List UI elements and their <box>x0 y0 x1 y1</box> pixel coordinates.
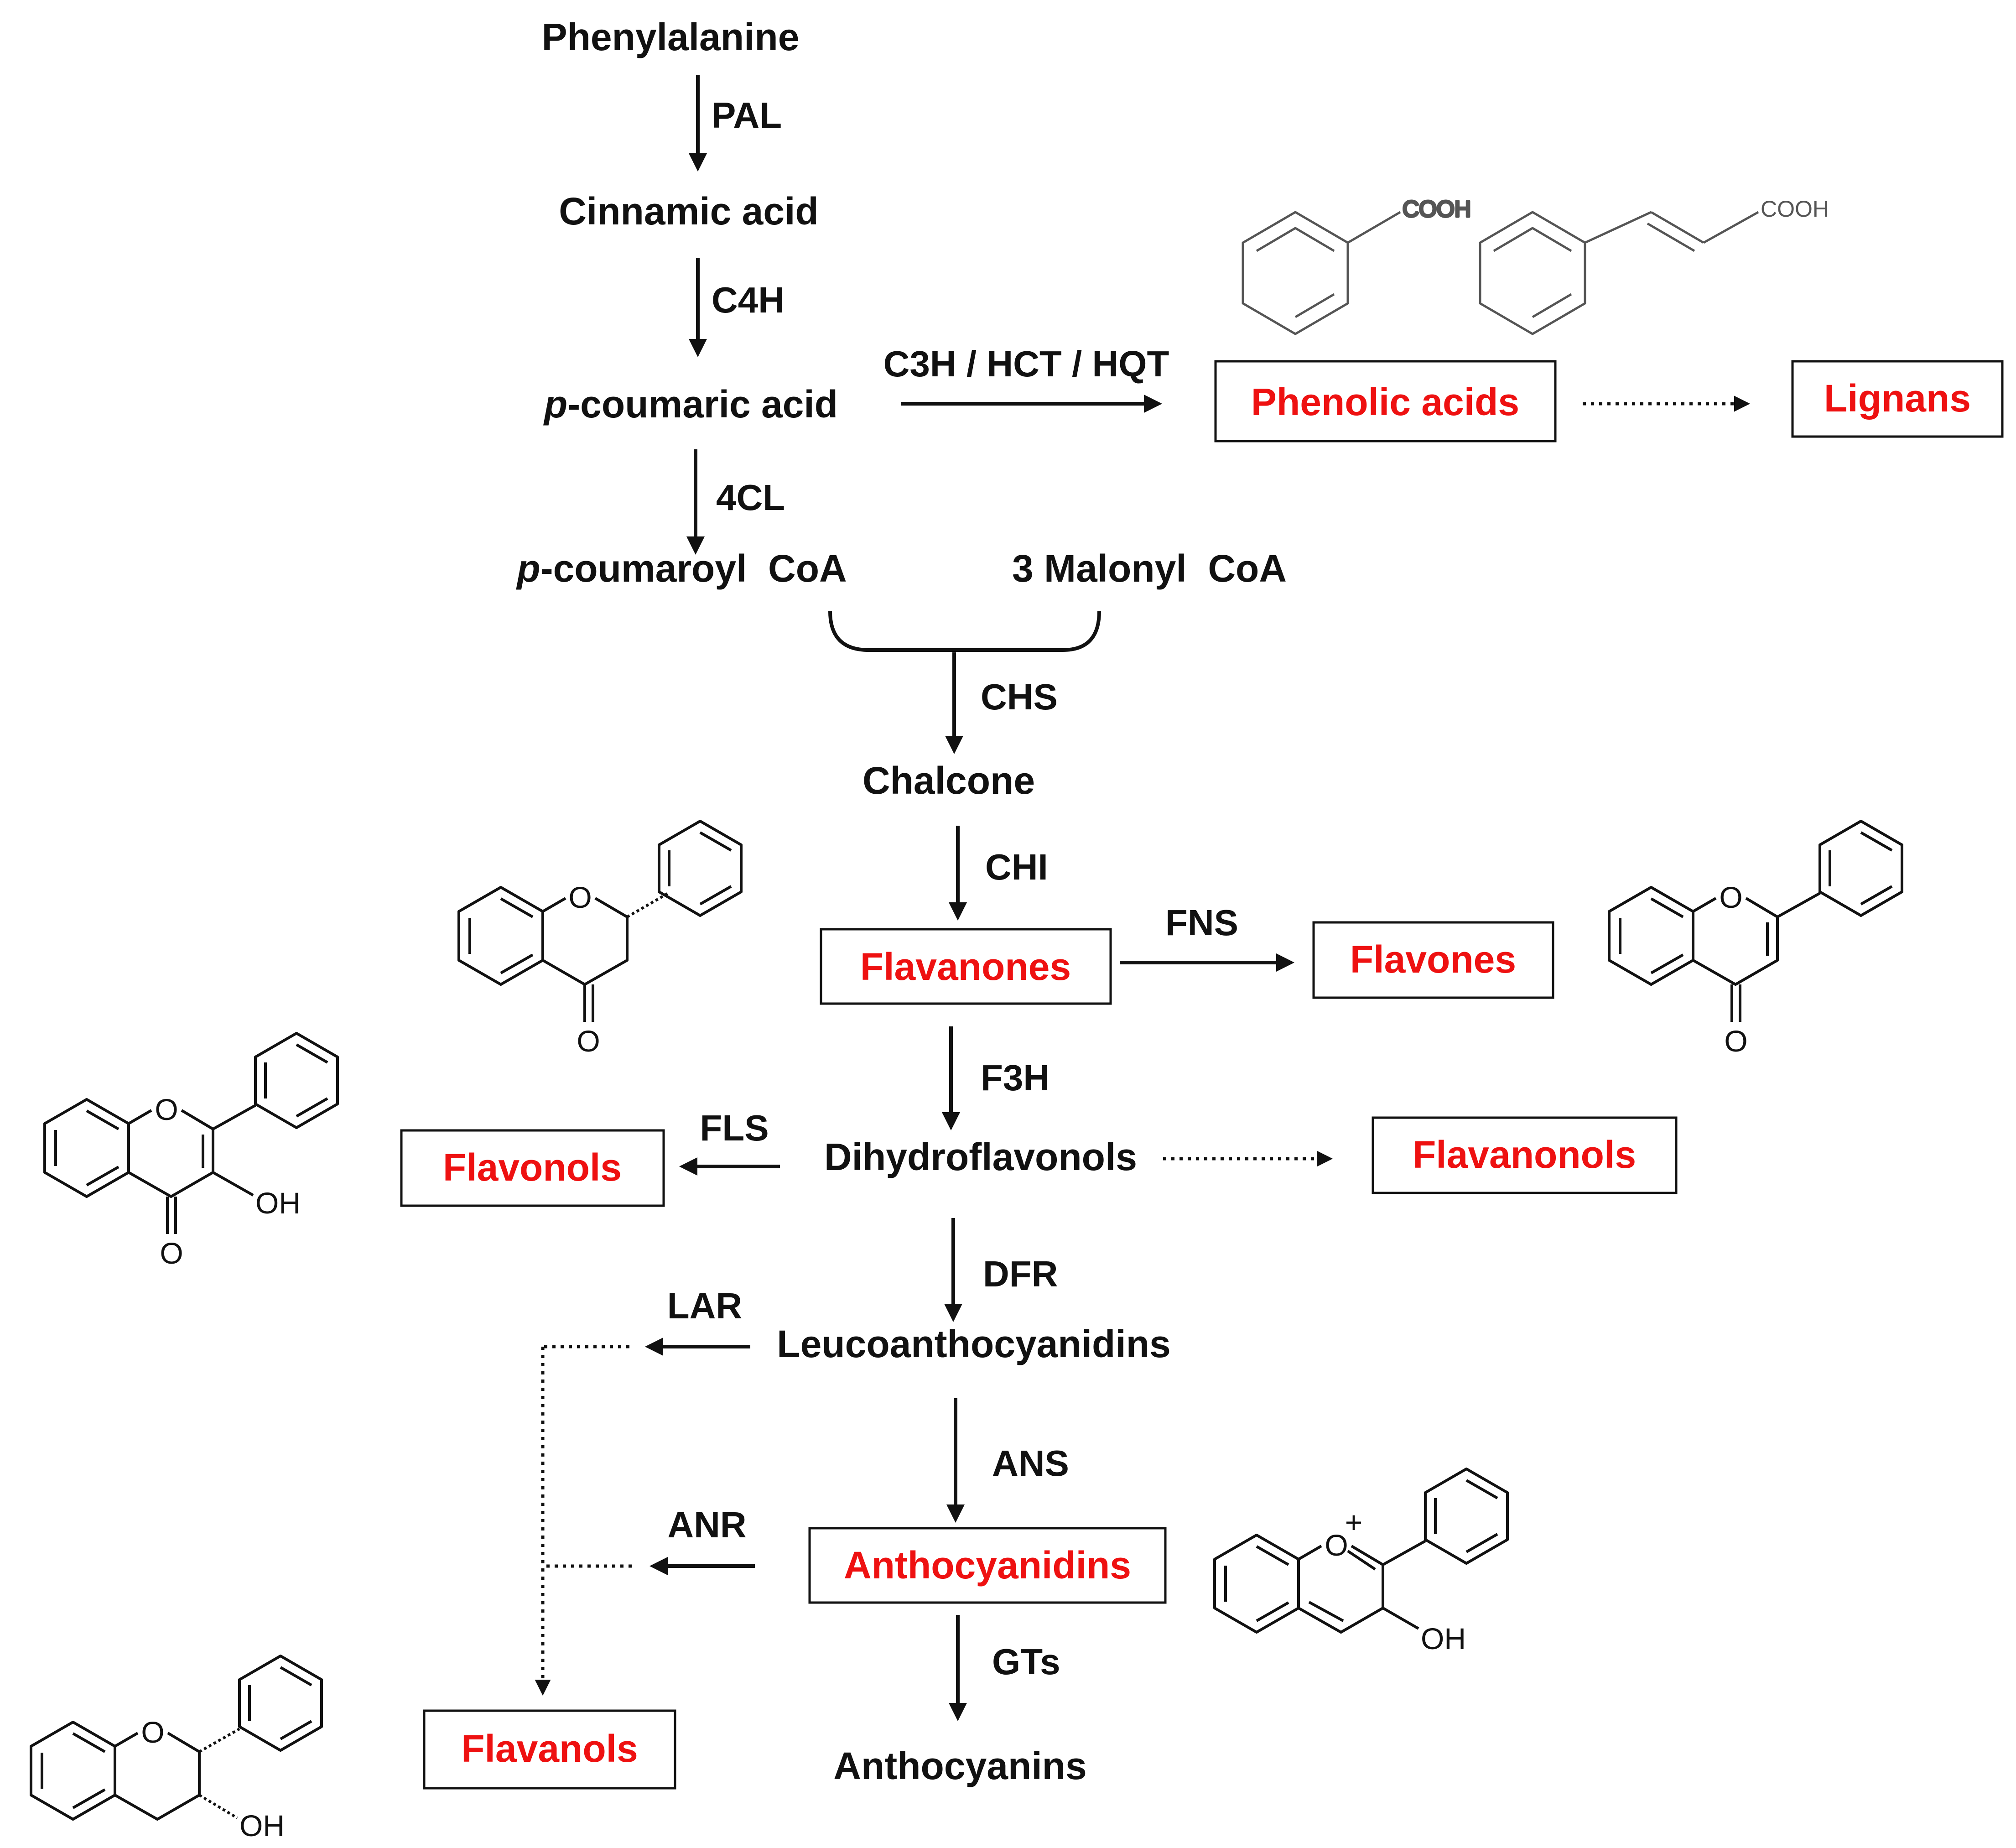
structure-cinnamic-acid: COOH <box>1479 196 1829 335</box>
enzyme-anr: ANR <box>667 1504 746 1545</box>
class-label-flavanonols: Flavanonols <box>1413 1133 1636 1176</box>
enzyme-lar: LAR <box>667 1286 742 1326</box>
enzyme-dfr: DFR <box>983 1254 1058 1294</box>
structure-flavonol: O O OH <box>43 1032 339 1270</box>
compound-p-coumaroyl-coa: p-coumaroyl CoA <box>516 547 847 590</box>
enzyme-c3h-hct-hqt: C3H / HCT / HQT <box>883 344 1169 384</box>
oxonium-charge-label: + <box>1345 1505 1363 1539</box>
ring-oxygen-label: O <box>1325 1528 1348 1562</box>
compound-cinnamic-acid: Cinnamic acid <box>559 190 819 233</box>
enzyme-fls: FLS <box>700 1108 769 1148</box>
enzyme-fns: FNS <box>1165 902 1238 943</box>
carbonyl-oxygen-label: O <box>1724 1024 1747 1058</box>
compound-name-suffix: -coumaroyl CoA <box>540 547 847 590</box>
compound-p-coumaric-acid: p-coumaric acid <box>543 383 838 426</box>
structure-benzoic-acid: COOH <box>1242 195 1472 335</box>
ring-oxygen-label: O <box>141 1715 164 1749</box>
carbonyl-oxygen-label: O <box>160 1236 183 1270</box>
class-box-flavonols: Flavonols <box>400 1129 665 1207</box>
compound-leucoanthocyanidins: Leucoanthocyanidins <box>777 1322 1170 1365</box>
class-label-flavanones: Flavanones <box>860 945 1071 988</box>
compound-anthocyanins: Anthocyanins <box>833 1744 1086 1787</box>
enzyme-chs: CHS <box>981 677 1058 717</box>
carbonyl-oxygen-label: O <box>577 1024 600 1058</box>
enzyme-4cl: 4CL <box>716 477 785 518</box>
class-label-flavanols: Flavanols <box>461 1727 638 1770</box>
enzyme-pal: PAL <box>712 95 782 135</box>
hydroxyl-label: OH <box>239 1809 285 1843</box>
italic-prefix: p <box>516 547 540 590</box>
compound-chalcone: Chalcone <box>863 759 1035 802</box>
class-box-flavanones: Flavanones <box>820 928 1112 1005</box>
class-label-anthocyanidins: Anthocyanidins <box>844 1544 1131 1587</box>
compound-name-suffix: -coumaric acid <box>567 383 838 426</box>
structure-flavone: O O <box>1608 820 1903 1058</box>
enzyme-ans: ANS <box>992 1443 1069 1484</box>
enzyme-f3h: F3H <box>981 1057 1050 1098</box>
class-label-flavonols: Flavonols <box>443 1146 622 1189</box>
class-box-flavanols: Flavanols <box>423 1709 676 1790</box>
structure-flavanol: O OH <box>30 1655 323 1843</box>
ring-oxygen-label: O <box>155 1093 178 1126</box>
class-label-flavones: Flavones <box>1350 938 1516 981</box>
hydroxyl-label: OH <box>255 1186 301 1220</box>
class-label-phenolic-acids: Phenolic acids <box>1251 380 1519 423</box>
compound-dihydroflavonols: Dihydroflavonols <box>824 1135 1137 1178</box>
cooh-label: COOH <box>1761 196 1829 222</box>
class-box-flavanonols: Flavanonols <box>1372 1116 1678 1194</box>
enzyme-c4h: C4H <box>712 280 785 320</box>
compound-malonyl-coa: 3 Malonyl CoA <box>1012 547 1287 590</box>
italic-prefix: p <box>543 383 567 426</box>
class-box-phenolic-acids: Phenolic acids <box>1214 360 1557 442</box>
enzyme-gts: GTs <box>992 1641 1060 1682</box>
ring-oxygen-label: O <box>568 880 592 914</box>
enzyme-chi: CHI <box>985 847 1048 887</box>
class-box-flavones: Flavones <box>1312 921 1554 999</box>
cooh-label: COOH <box>1403 196 1471 222</box>
structure-flavanone: O O <box>457 820 743 1058</box>
hydroxyl-label: OH <box>1421 1622 1466 1655</box>
class-box-anthocyanidins: Anthocyanidins <box>808 1527 1167 1604</box>
class-label-lignans: Lignans <box>1824 377 1971 420</box>
ring-oxygen-label: O <box>1719 880 1742 914</box>
class-box-lignans: Lignans <box>1791 360 2004 438</box>
bracket-condensation <box>828 611 1101 652</box>
compound-phenylalanine: Phenylalanine <box>542 16 800 58</box>
structure-anthocyanidin: O + OH <box>1213 1468 1509 1655</box>
